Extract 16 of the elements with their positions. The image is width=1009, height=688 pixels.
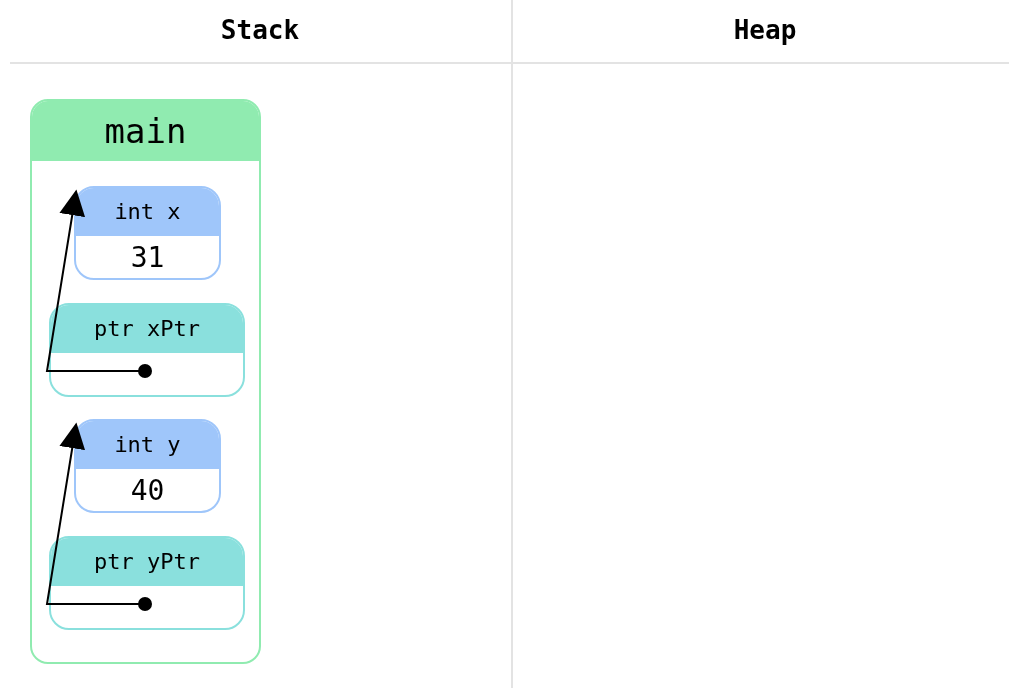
variable-name: ptr yPtr [51,538,243,586]
variable-value: 40 [129,473,166,509]
variable-box [74,419,221,513]
variable-name: int y [76,421,219,469]
variable-value: 31 [129,240,166,276]
variable-name: int x [76,188,219,236]
stack-frame [30,99,261,664]
variable-box [74,186,221,280]
pointer-arrow [45,189,152,378]
pointer-box [49,303,245,397]
pointer-box [49,536,245,630]
frame-name: main [32,101,259,161]
variable-name: ptr xPtr [51,305,243,353]
pointer-arrow [45,422,152,611]
column-heading: Heap [732,14,798,47]
column-heading: Stack [219,14,301,47]
